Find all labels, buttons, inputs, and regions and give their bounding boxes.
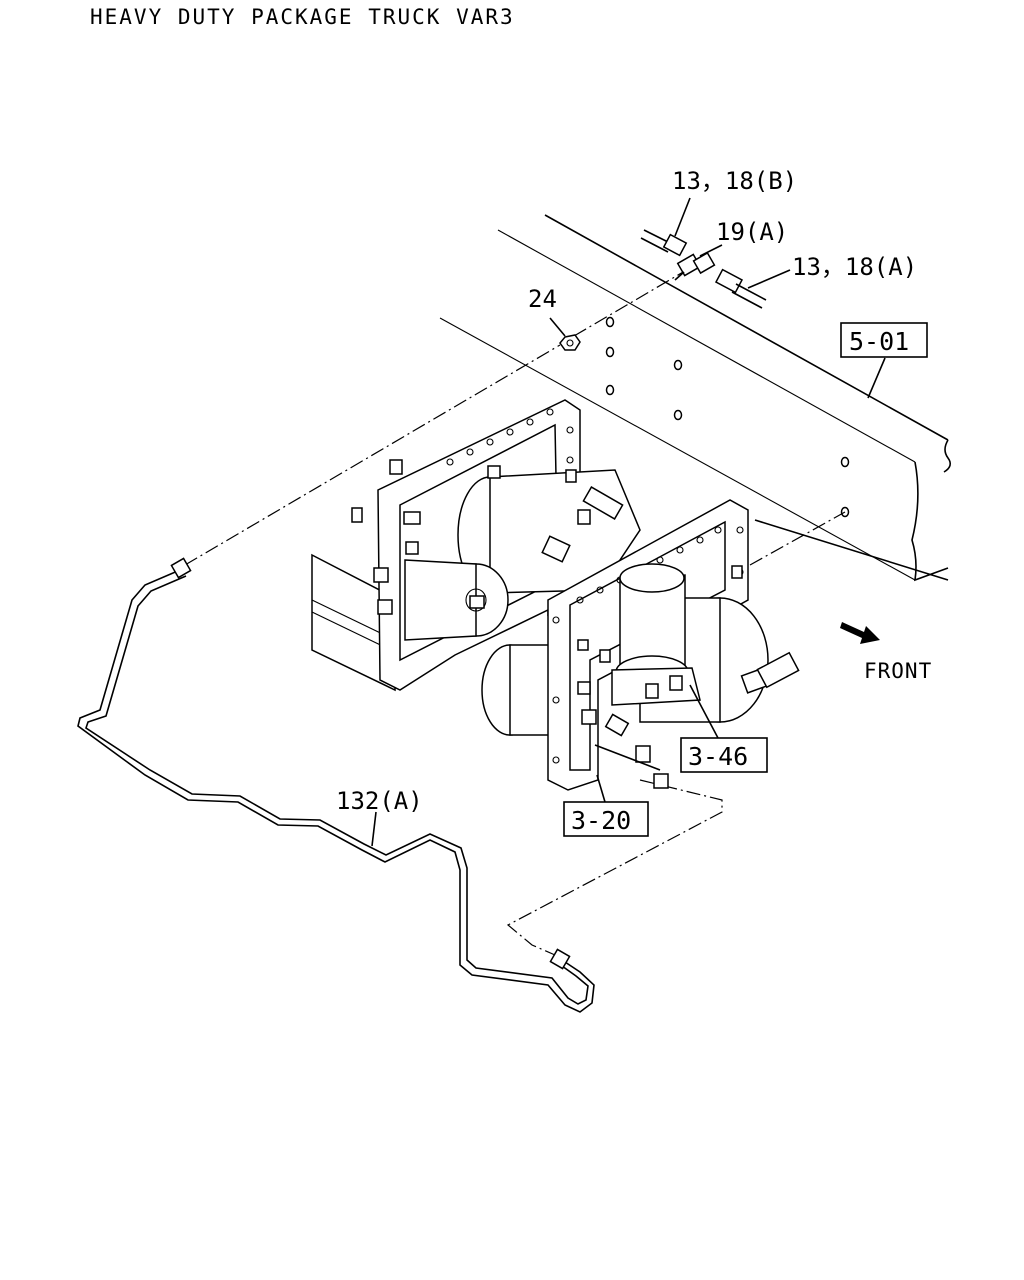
reference-box-5-01[interactable]: 5-01 <box>840 322 928 358</box>
frame-rail <box>439 214 952 582</box>
right-dryer-assembly <box>481 499 800 791</box>
front-arrow-icon <box>840 622 880 644</box>
callout-19-a: 19(A) <box>716 218 788 246</box>
callout-24: 24 <box>528 285 557 313</box>
fitting-13-18-a <box>714 268 791 309</box>
reference-label-5-01: 5-01 <box>849 327 909 356</box>
front-label: FRONT <box>864 659 932 683</box>
callout-132-a: 132(A) <box>336 787 423 815</box>
reference-lines <box>184 267 846 956</box>
fitting-13-18-b <box>640 197 691 257</box>
callout-13-18-a: 13，18(A) <box>792 253 917 281</box>
left-bracket-assembly <box>311 399 641 692</box>
fitting-19-a <box>674 244 723 281</box>
reference-box-3-20[interactable]: 3-20 <box>563 801 649 837</box>
callout-13-18-b: 13，18(B) <box>672 167 797 195</box>
reference-label-3-20: 3-20 <box>571 806 631 835</box>
page-title: HEAVY DUTY PACKAGE TRUCK VAR3 <box>90 5 515 29</box>
tube-132-a <box>77 557 595 1013</box>
reference-box-3-46[interactable]: 3-46 <box>680 737 768 773</box>
reference-label-3-46: 3-46 <box>688 742 748 771</box>
front-direction-indicator: FRONT <box>840 622 932 683</box>
nut-24 <box>549 317 581 351</box>
